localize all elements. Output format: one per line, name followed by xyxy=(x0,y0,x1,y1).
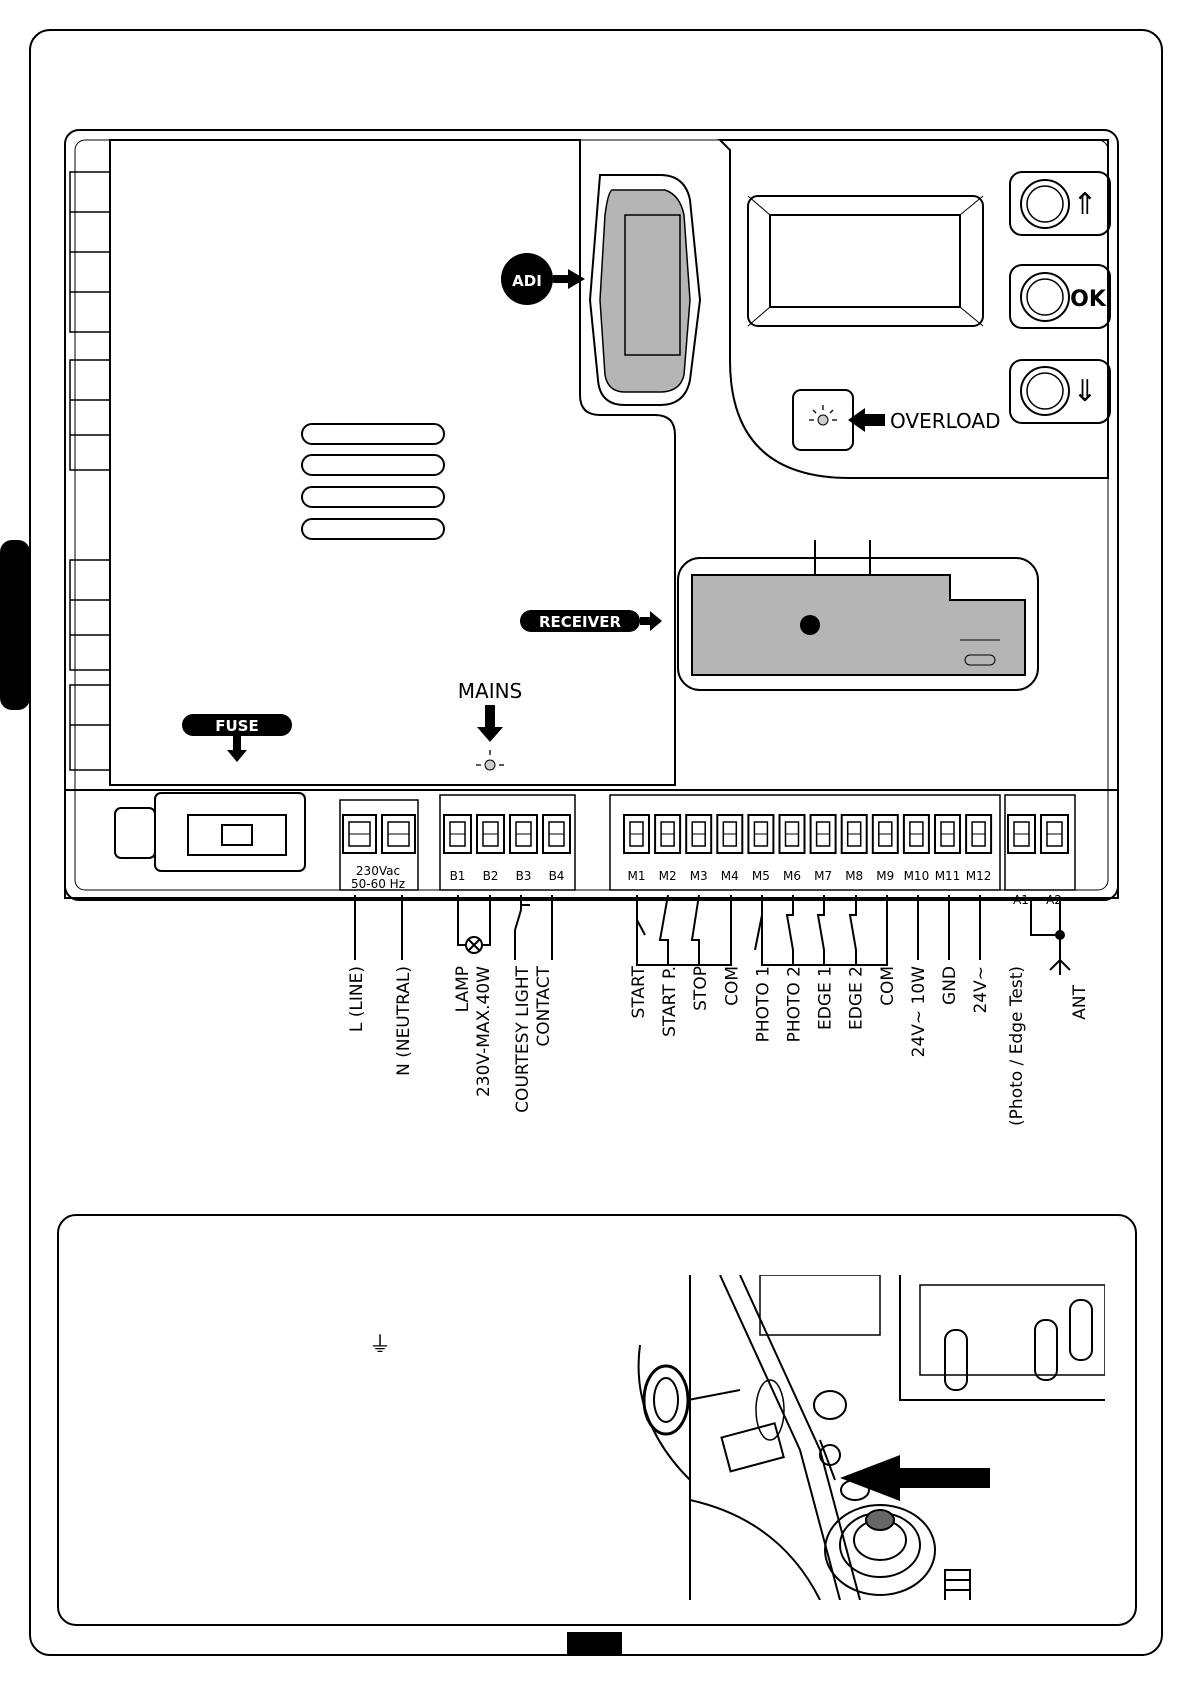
wire-label-contact: CONTACT xyxy=(534,965,554,1046)
adi-callout: ADI xyxy=(501,253,585,305)
mains-callout: MAINS xyxy=(458,679,523,770)
terminal-b3-label: B3 xyxy=(516,869,532,883)
earth-panel xyxy=(58,1215,1136,1625)
svg-text:ADI: ADI xyxy=(512,272,542,290)
wire-label-m6: PHOTO 2 xyxy=(785,966,805,1042)
terminal-m7-label: M7 xyxy=(814,869,832,883)
svg-text:OVERLOAD: OVERLOAD xyxy=(890,409,1001,433)
terminal-m4-label: M4 xyxy=(721,869,739,883)
wire-label-m1: START xyxy=(629,965,649,1018)
button-ok[interactable]: OK xyxy=(1010,265,1110,328)
left-cover xyxy=(110,140,675,785)
lcd-display xyxy=(748,196,983,326)
terminal-m12: M12 xyxy=(966,815,992,883)
terminal-m6: M6 xyxy=(780,815,805,883)
terminal-a2 xyxy=(1041,815,1068,853)
terminal-b4: B4 xyxy=(543,815,570,883)
terminal-n xyxy=(382,815,415,853)
up-arrow-icon: ⇑ xyxy=(1072,187,1097,222)
svg-text:230Vac: 230Vac xyxy=(356,864,400,878)
wire-label-courtesy-light: COURTESY LIGHT xyxy=(513,965,533,1112)
wire-label-m12-note: (Photo / Edge Test) xyxy=(1007,966,1027,1126)
terminal-m1-label: M1 xyxy=(628,869,646,883)
board-outline-inner xyxy=(75,140,1108,890)
terminal-m6-label: M6 xyxy=(783,869,801,883)
fuse-callout: FUSE xyxy=(182,714,292,762)
terminal-b2-label: B2 xyxy=(483,869,499,883)
wire-label-m4: COM xyxy=(722,966,742,1006)
terminal-m4: M4 xyxy=(717,815,742,883)
mains-terminal-label: 230Vac 50-60 Hz xyxy=(351,864,405,891)
left-connectors xyxy=(70,172,110,770)
svg-text:MAINS: MAINS xyxy=(458,679,523,703)
vent-slots xyxy=(302,424,444,539)
terminal-m10: M10 xyxy=(904,815,930,883)
terminal-m3-label: M3 xyxy=(690,869,708,883)
terminal-a1 xyxy=(1008,815,1035,853)
terminal-m8: M8 xyxy=(842,815,867,883)
wire-label-m10: 24V~ 10W xyxy=(909,966,929,1058)
terminal-m10-label: M10 xyxy=(904,869,930,883)
terminal-l xyxy=(343,815,376,853)
down-arrow-icon: ⇓ xyxy=(1072,374,1097,409)
terminal-a1-label: A1 xyxy=(1013,893,1029,907)
earth-connection-illustration xyxy=(639,1275,1105,1610)
terminal-m11: M11 xyxy=(935,815,961,883)
control-board: ⇑ OK ⇓ OVERLOAD xyxy=(65,130,1118,900)
terminal-m2-label: M2 xyxy=(659,869,677,883)
wiring-lines xyxy=(355,895,1070,975)
terminal-m9: M9 xyxy=(873,815,898,883)
terminal-m11-label: M11 xyxy=(935,869,961,883)
terminal-b1-label: B1 xyxy=(450,869,466,883)
terminal-m7: M7 xyxy=(811,815,836,883)
receiver-callout: RECEIVER xyxy=(520,610,662,632)
terminal-m2: M2 xyxy=(655,815,680,883)
wire-label-line: L (LINE) xyxy=(347,966,367,1032)
overload-callout: OVERLOAD xyxy=(848,408,1001,433)
wire-label-neutral: N (NEUTRAL) xyxy=(394,966,414,1076)
button-up[interactable]: ⇑ xyxy=(1010,172,1110,235)
side-tab xyxy=(0,540,30,710)
terminal-m5-label: M5 xyxy=(752,869,770,883)
wire-label-lamp: LAMP xyxy=(453,966,473,1012)
terminal-b2: B2 xyxy=(477,815,504,883)
overload-led xyxy=(793,390,853,450)
terminal-m12-label: M12 xyxy=(966,869,992,883)
earth-icon: ⏚ xyxy=(369,1333,391,1358)
wire-label-m5: PHOTO 1 xyxy=(753,966,773,1042)
adi-module xyxy=(590,175,700,405)
terminal-m8-label: M8 xyxy=(845,869,863,883)
svg-text:50-60 Hz: 50-60 Hz xyxy=(351,877,405,891)
terminal-m5: M5 xyxy=(748,815,773,883)
button-down[interactable]: ⇓ xyxy=(1010,360,1110,423)
terminal-m1: M1 xyxy=(624,815,649,883)
fuse-holder xyxy=(115,793,305,871)
receiver-module xyxy=(678,540,1038,690)
mains-led xyxy=(485,760,495,770)
wire-label-m7: EDGE 1 xyxy=(816,966,836,1030)
svg-text:FUSE: FUSE xyxy=(215,717,258,735)
terminal-b3: B3 xyxy=(510,815,537,883)
wire-label-antenna: ANT xyxy=(1070,984,1090,1019)
wire-label-m12: 24V~ xyxy=(971,966,991,1014)
svg-text:RECEIVER: RECEIVER xyxy=(539,613,621,631)
terminal-m3: M3 xyxy=(686,815,711,883)
page-border xyxy=(30,30,1162,1655)
earth-arrow xyxy=(840,1455,990,1501)
terminal-m9-label: M9 xyxy=(876,869,894,883)
wire-label-m9: COM xyxy=(878,966,898,1006)
wire-label-m8: EDGE 2 xyxy=(847,966,867,1030)
wire-label-m2: START P. xyxy=(660,966,680,1037)
page-number-box xyxy=(567,1632,622,1655)
ok-icon: OK xyxy=(1070,287,1107,312)
terminal-b4-label: B4 xyxy=(549,869,565,883)
wire-label-m11: GND xyxy=(940,966,960,1005)
wire-label-lamp-rating: 230V-MAX.40W xyxy=(474,966,494,1097)
terminal-b1: B1 xyxy=(444,815,471,883)
wire-label-m3: STOP xyxy=(691,966,711,1011)
